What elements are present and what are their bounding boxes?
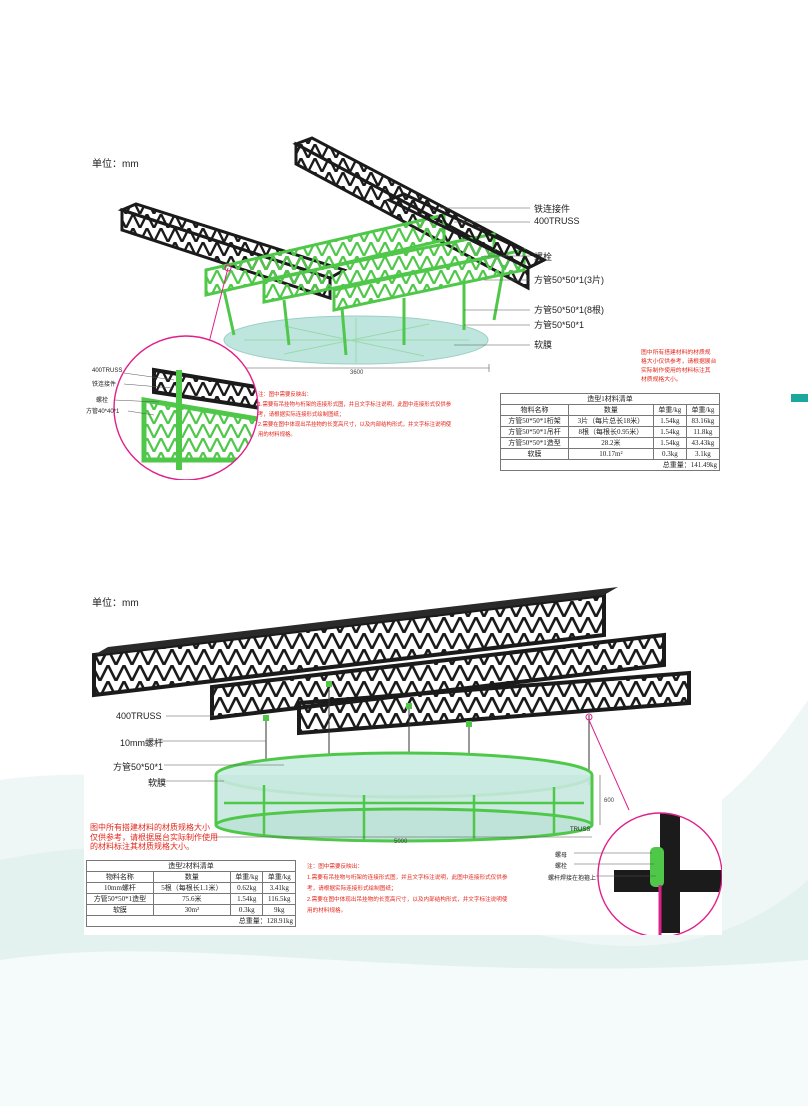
s2-label-membrane: 软膜 (148, 778, 167, 788)
s2-detail-bolt: 螺栓 (555, 864, 568, 870)
table-header: 单重/kg (229, 871, 264, 883)
section1-structure-drawing (113, 136, 548, 480)
table-header: 数量 (568, 404, 654, 416)
s1-notes: 注：图中需要反映出： 1.需要有吊挂物与桁架的连接形式图，并且文字标注说明，此图… (258, 392, 452, 438)
s2-dimension-height: 600 (604, 798, 615, 804)
accent-tab (791, 394, 808, 402)
table-total: 总重量：141.49kg (500, 459, 720, 471)
table-title: 造型2材料清单 (86, 860, 296, 872)
s1-label-membrane: 软膜 (534, 340, 553, 350)
section2-structure-drawing (92, 587, 722, 935)
s2-detail-nut: 螺母 (555, 853, 568, 859)
s1-label-pipe-8: 方管50*50*1(8根) (534, 305, 605, 315)
section2-unit: 单位：mm (92, 598, 139, 609)
s1-label-pipe: 方管50*50*1 (534, 320, 585, 330)
s1-label-truss: 400TRUSS (534, 216, 580, 226)
s2-truss-label: TRUSS (570, 827, 591, 833)
s2-label-pipe: 方管50*50*1 (113, 762, 164, 772)
table-header: 单重/kg (685, 404, 721, 416)
s1-red-note: 图中所有搭建材料的材质规 格大小仅供参考，请根据展台 实际制作使用的材料标注其 … (641, 350, 717, 383)
s1-detail-connector: 铁连接件 (92, 382, 117, 388)
s2-red-note: 图中所有搭建材料的材质规格大小 仅供参考，请根据展台实际制作使用 的材料标注其材… (90, 823, 218, 851)
s2-label-truss: 400TRUSS (116, 711, 162, 721)
s1-label-bolt: 螺栓 (534, 252, 553, 262)
table-header: 单重/kg (652, 404, 687, 416)
table-title: 造型1材料清单 (500, 393, 720, 405)
s2-notes: 注：图中需要反映出： 1.需要有吊挂物与桁架的连接形式图，并且文字标注说明，此图… (307, 864, 508, 914)
s1-detail-truss: 400TRUSS (92, 368, 123, 374)
s1-label-pipe-3: 方管50*50*1(3片) (534, 275, 605, 285)
table-header: 单重/kg (262, 871, 296, 883)
section1-unit: 单位：mm (92, 159, 139, 170)
table-header: 数量 (152, 871, 231, 883)
s1-detail-pipe: 方管40*40*1 (86, 409, 120, 415)
s1-detail-bolt: 螺栓 (96, 398, 109, 404)
s2-detail-weld: 螺杆焊接在抱箍上 (548, 876, 597, 882)
table-header: 物料名称 (86, 871, 154, 883)
table-total: 总重量：128.91kg (86, 915, 296, 927)
s1-dimension: 3600 (350, 370, 364, 376)
s1-label-connector: 铁连接件 (534, 204, 571, 214)
s2-dimension-width: 5000 (394, 839, 408, 845)
table-header: 物料名称 (499, 404, 570, 416)
s2-label-rod: 10mm螺杆 (120, 738, 164, 748)
